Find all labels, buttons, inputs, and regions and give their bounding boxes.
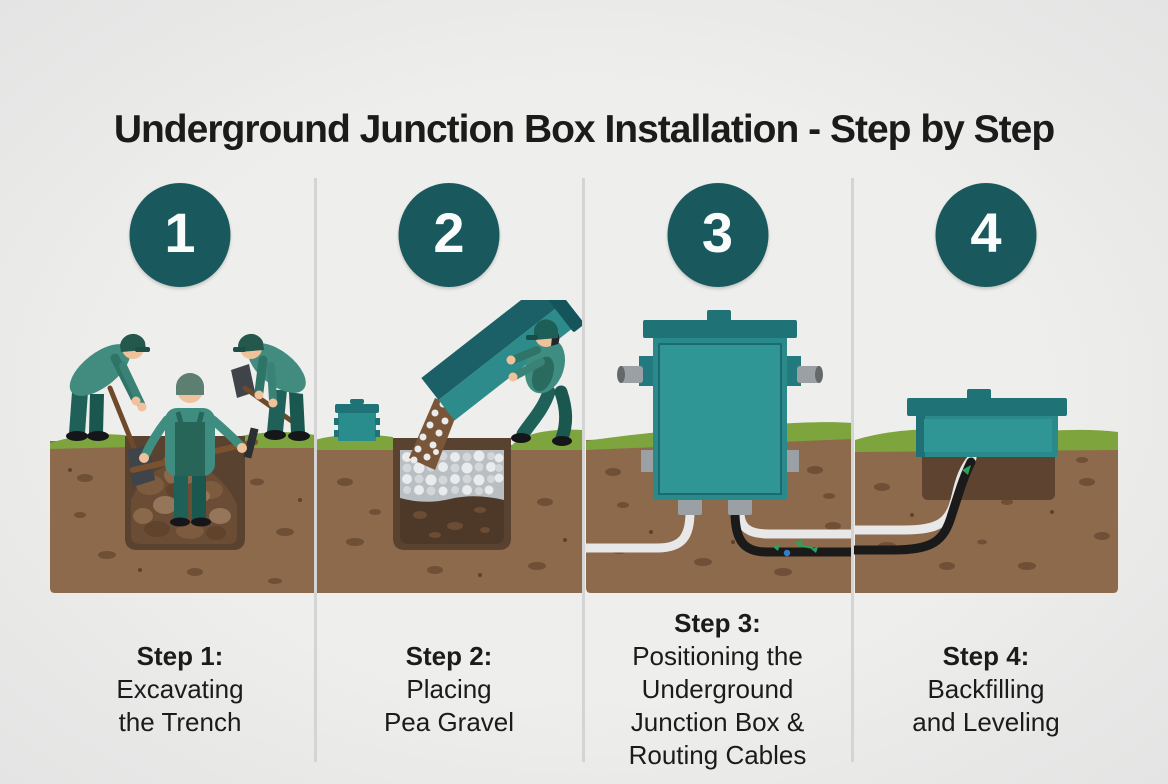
step-4-caption-text: Backfilling and Leveling	[912, 674, 1060, 737]
step-3-number: 3	[701, 201, 734, 264]
step-4-number-badge: 4	[935, 183, 1037, 287]
tamper-head	[243, 427, 259, 459]
step-1-caption: Step 1: Excavating the Trench	[45, 640, 315, 739]
column-divider-3	[851, 178, 854, 762]
green-marker	[962, 465, 971, 475]
step-1-illustration	[50, 333, 315, 593]
cap	[175, 372, 204, 395]
step-3-caption-label: Step 3:	[674, 608, 761, 638]
shovel-handle	[107, 385, 140, 458]
worker-right	[231, 333, 310, 441]
blue-marker	[783, 549, 791, 557]
backfill-pit	[922, 452, 1055, 500]
step-4-column: 4	[852, 0, 1120, 784]
step-1-caption-label: Step 1:	[136, 641, 224, 671]
overalls-bib	[175, 422, 205, 476]
bottom-connector-right	[728, 498, 752, 515]
step-2-caption-label: Step 2:	[405, 641, 493, 671]
worker-left	[66, 333, 155, 487]
worker	[506, 319, 573, 446]
junction-box-lid	[907, 389, 1067, 457]
worker-middle	[130, 372, 259, 527]
lid-knob	[707, 310, 731, 322]
cap	[533, 319, 558, 340]
step-1-number: 1	[164, 201, 196, 264]
step-3-caption-text: Positioning the Underground Junction Box…	[628, 641, 807, 770]
bottom-connector-left	[678, 498, 702, 515]
step-3-illustration	[583, 310, 852, 593]
step-3-number-badge: 3	[667, 183, 768, 287]
cable-black	[730, 507, 852, 557]
step-4-caption: Step 4: Backfilling and Leveling	[852, 640, 1120, 739]
small-junction-box	[334, 399, 380, 441]
step-2-caption: Step 2: Placing Pea Gravel	[315, 640, 583, 739]
step-2-number: 2	[433, 201, 465, 264]
cable-white-right	[735, 507, 852, 539]
step-4-number: 4	[970, 201, 1002, 264]
page-title: Underground Junction Box Installation - …	[113, 108, 1055, 152]
step-3-caption: Step 3: Positioning the Underground Junc…	[583, 607, 852, 772]
step-2-illustration	[315, 300, 583, 593]
box-lid	[643, 320, 797, 338]
step-4-illustration	[852, 389, 1118, 593]
cables	[583, 507, 852, 557]
step-3-column: 3	[583, 0, 852, 784]
pipe-right	[797, 366, 821, 383]
pipe-left	[619, 366, 643, 383]
step-2-number-badge: 2	[398, 183, 500, 287]
junction-box	[617, 310, 823, 515]
column-divider-2	[582, 178, 585, 762]
step-4-caption-label: Step 4:	[942, 641, 1030, 671]
step-1-caption-text: Excavating the Trench	[116, 674, 244, 737]
step-2-column: 2	[315, 0, 583, 784]
step-2-caption-text: Placing Pea Gravel	[383, 674, 515, 737]
step-1-number-badge: 1	[129, 183, 231, 287]
cable-markers	[773, 540, 818, 557]
lid-knob	[967, 389, 991, 400]
column-divider-1	[314, 178, 317, 762]
cable-white-left	[583, 507, 695, 553]
cable-black	[852, 457, 976, 555]
step-1-column: 1	[45, 0, 315, 784]
box-lid	[907, 398, 1067, 416]
